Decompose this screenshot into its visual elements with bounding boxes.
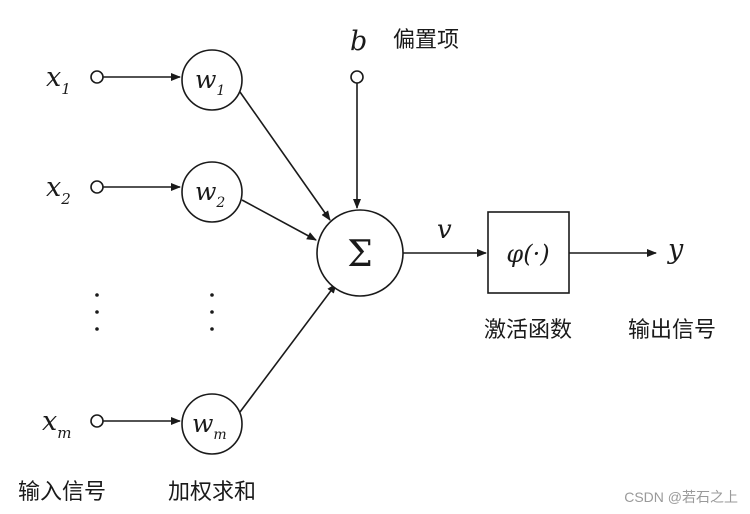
input-node-x1 [90,70,104,84]
activation-box [487,211,570,294]
inputs-label: 输入信号 [18,480,106,505]
sum-symbol: Σ [347,234,372,275]
edge-wm-sum [239,283,337,413]
bias-node [350,70,364,84]
output-label: 输出信号 [628,318,716,343]
input-node-xm [90,414,104,428]
edge-w1-sum [239,91,331,221]
edge-w2-sum [241,199,317,241]
weight-label-wm: wm [192,409,227,443]
weight-node-w2 [181,161,243,223]
weights-label: 加权求和 [168,480,256,505]
weight-label-w2: w2 [195,177,225,211]
output-symbol: y [667,234,684,265]
weight-node-w1 [181,49,243,111]
activation-symbol: φ(·) [506,240,549,268]
input-label-x2: x2 [46,172,71,208]
bias-symbol: b [350,26,367,57]
input-node-x2 [90,180,104,194]
weight-node-wm [181,393,243,455]
weight-ellipsis [210,293,214,331]
input-label-xm: xm [42,406,71,442]
activation-label: 激活函数 [484,318,572,343]
watermark: CSDN @若石之上 [624,489,738,505]
net-symbol: v [437,215,452,245]
input-label-x1: x1 [46,62,71,98]
bias-label: 偏置项 [393,28,459,53]
weight-label-w1: w1 [195,65,225,99]
input-ellipsis [95,293,99,331]
